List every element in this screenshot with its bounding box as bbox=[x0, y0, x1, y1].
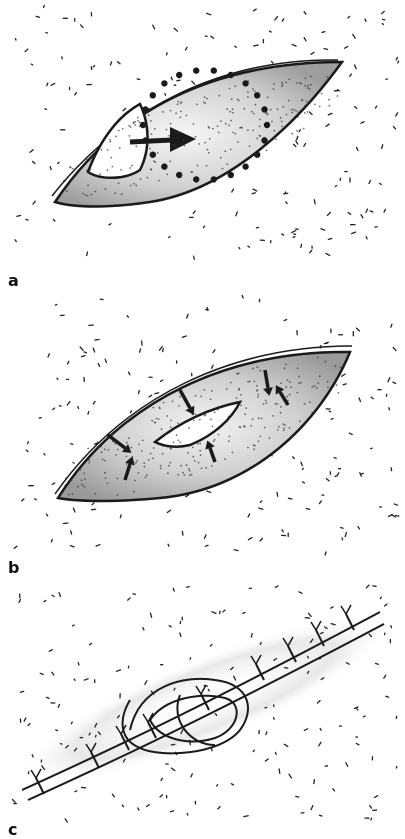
panel-a-drawing bbox=[0, 0, 405, 290]
panel-label-a: a bbox=[8, 273, 19, 289]
panel-a: a bbox=[0, 0, 405, 290]
panel-label-c: c bbox=[8, 822, 17, 838]
panel-b-drawing bbox=[0, 290, 405, 580]
wound-ellipse-a bbox=[55, 62, 342, 207]
panel-b: b bbox=[0, 290, 405, 580]
panel-c: c bbox=[0, 580, 405, 838]
panel-c-drawing bbox=[0, 580, 405, 838]
panel-label-b: b bbox=[8, 560, 19, 576]
